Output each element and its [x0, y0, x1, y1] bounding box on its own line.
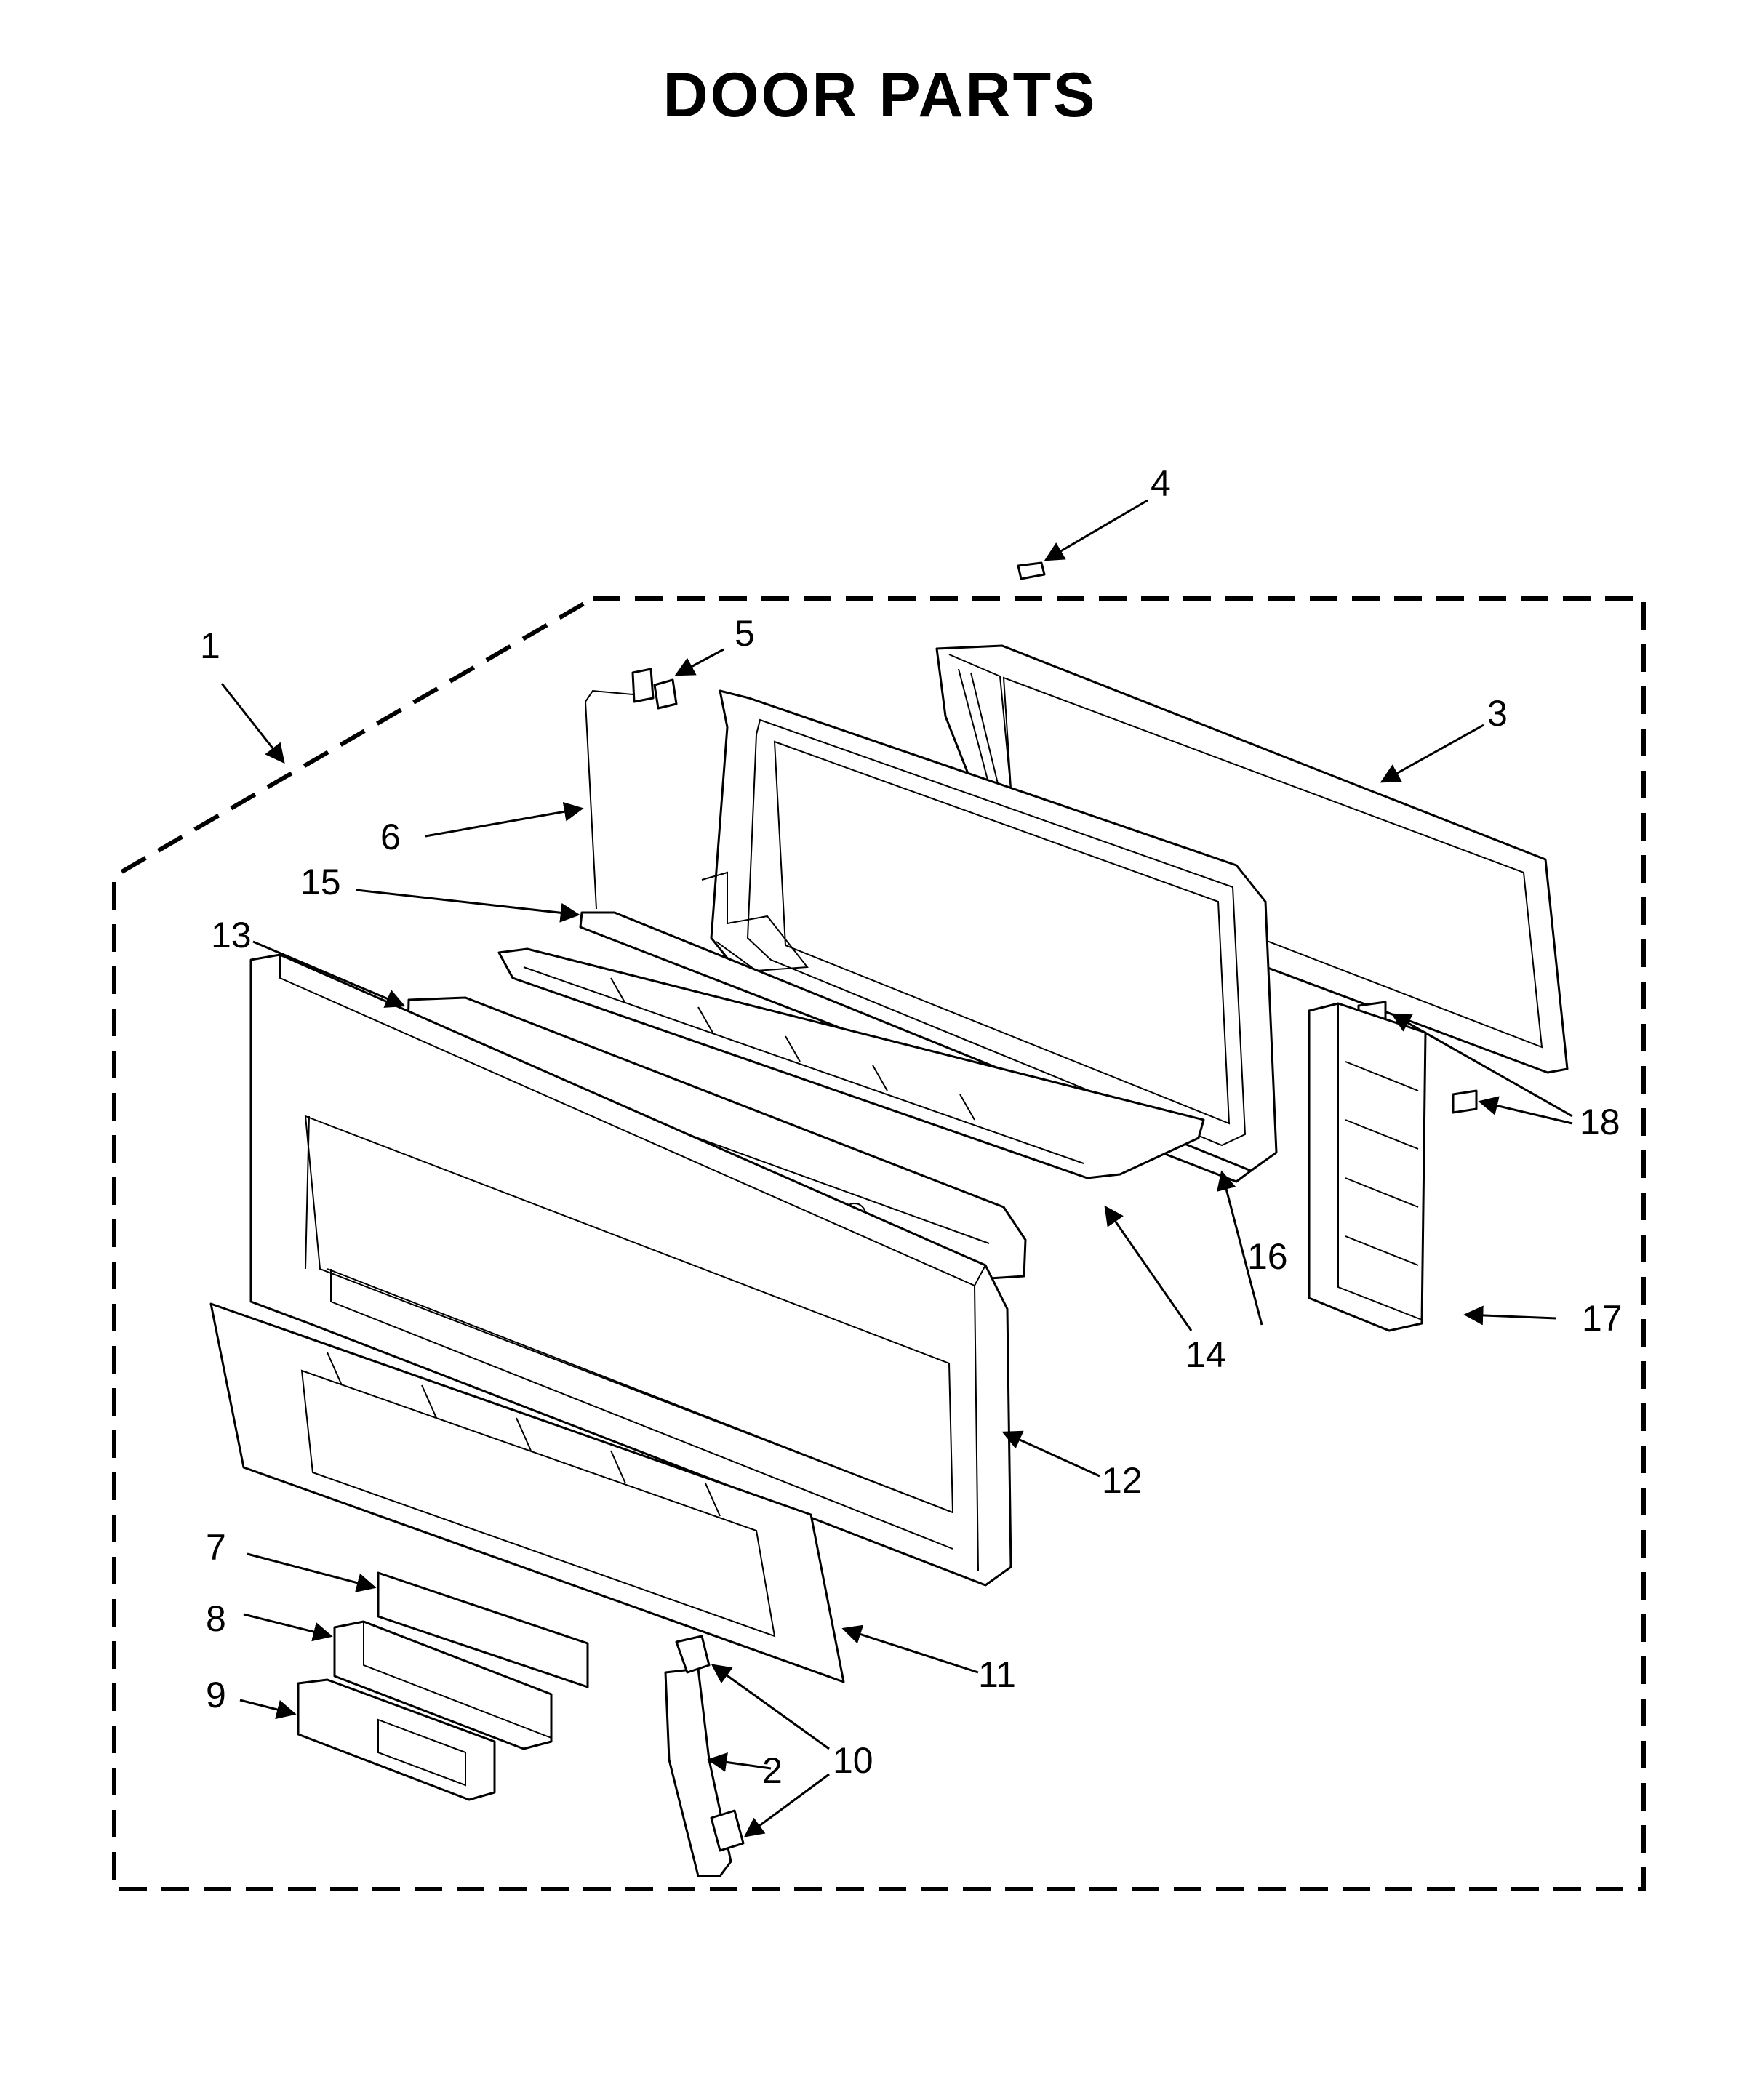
callout-11: 11	[978, 1654, 1016, 1695]
callout-15: 15	[300, 862, 341, 902]
part-6-latch-rod	[584, 668, 655, 910]
callout-6: 6	[380, 817, 401, 857]
part-11-glass-panel	[209, 1302, 845, 1683]
part-18-bracket-b	[1452, 1089, 1478, 1114]
callout-12: 12	[1102, 1460, 1143, 1501]
part-10-hinge-plate-top	[675, 1635, 711, 1674]
part-9-display-board	[297, 1678, 496, 1801]
callout-16: 16	[1247, 1236, 1288, 1277]
part-12-door-frame	[249, 953, 1012, 1587]
part-8-display-bracket	[333, 1620, 553, 1750]
part-4-clip	[1017, 561, 1046, 580]
callout-18: 18	[1580, 1102, 1620, 1142]
page-title: DOOR PARTS	[663, 60, 1097, 130]
callout-9: 9	[206, 1675, 226, 1715]
callout-13: 13	[211, 915, 252, 955]
part-5-latch	[653, 678, 678, 710]
part-7-display-window	[377, 1571, 589, 1688]
callout-3: 3	[1487, 693, 1508, 734]
callout-4: 4	[1151, 463, 1171, 504]
callout-14: 14	[1185, 1334, 1226, 1375]
callout-7: 7	[206, 1527, 226, 1568]
callout-8: 8	[206, 1598, 226, 1639]
part-17-latch-housing	[1308, 1002, 1427, 1332]
part-10-hinge-plate-bottom	[710, 1809, 745, 1852]
callout-17: 17	[1582, 1298, 1623, 1339]
part-14-bracket	[497, 947, 1205, 1179]
assembly-boundary	[112, 596, 1646, 1891]
part-16-inner-door	[701, 689, 1278, 1172]
callout-10: 10	[833, 1740, 873, 1781]
callout-1: 1	[200, 625, 220, 666]
callout-2: 2	[762, 1750, 783, 1791]
callout-5: 5	[735, 613, 755, 654]
